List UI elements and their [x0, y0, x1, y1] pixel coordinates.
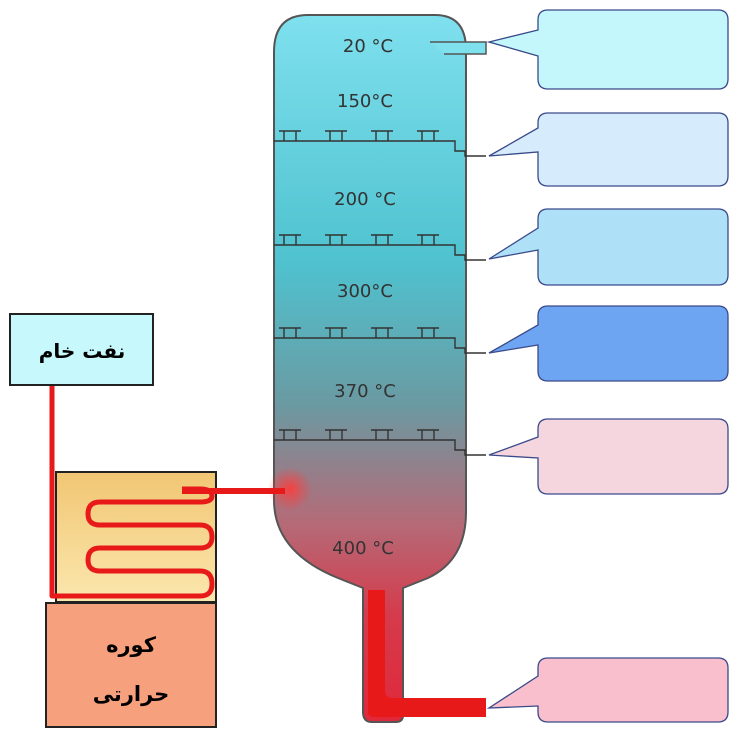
bottom-outlet-flow — [368, 590, 486, 717]
tray-4 — [274, 429, 486, 456]
tray-2 — [274, 234, 486, 261]
feed-glow — [268, 467, 312, 511]
tray-1 — [274, 130, 486, 157]
crude-oil-box — [9, 313, 154, 386]
furnace-label-line2: حرارتی — [93, 682, 170, 706]
crude-oil-label: نفت خام — [39, 339, 126, 363]
callout-2[interactable] — [488, 112, 729, 187]
furnace-label-line1: کوره — [106, 633, 157, 657]
crude-feed-pipe — [49, 385, 215, 599]
callout-6[interactable] — [486, 657, 729, 723]
temp-label-370: 370 °C — [334, 381, 396, 402]
top-outlet-pipe — [430, 41, 487, 55]
furnace-box — [45, 602, 217, 728]
temp-label-400: 400 °C — [332, 538, 394, 559]
temp-label-20: 20 °C — [343, 36, 393, 57]
temp-label-150: 150°C — [337, 91, 393, 112]
temp-label-300: 300°C — [337, 281, 393, 302]
callout-4[interactable] — [488, 305, 729, 382]
callout-5[interactable] — [488, 418, 729, 495]
callout-1[interactable] — [486, 9, 729, 90]
temp-label-200: 200 °C — [334, 189, 396, 210]
tray-3 — [274, 327, 486, 354]
callout-3[interactable] — [488, 208, 729, 286]
